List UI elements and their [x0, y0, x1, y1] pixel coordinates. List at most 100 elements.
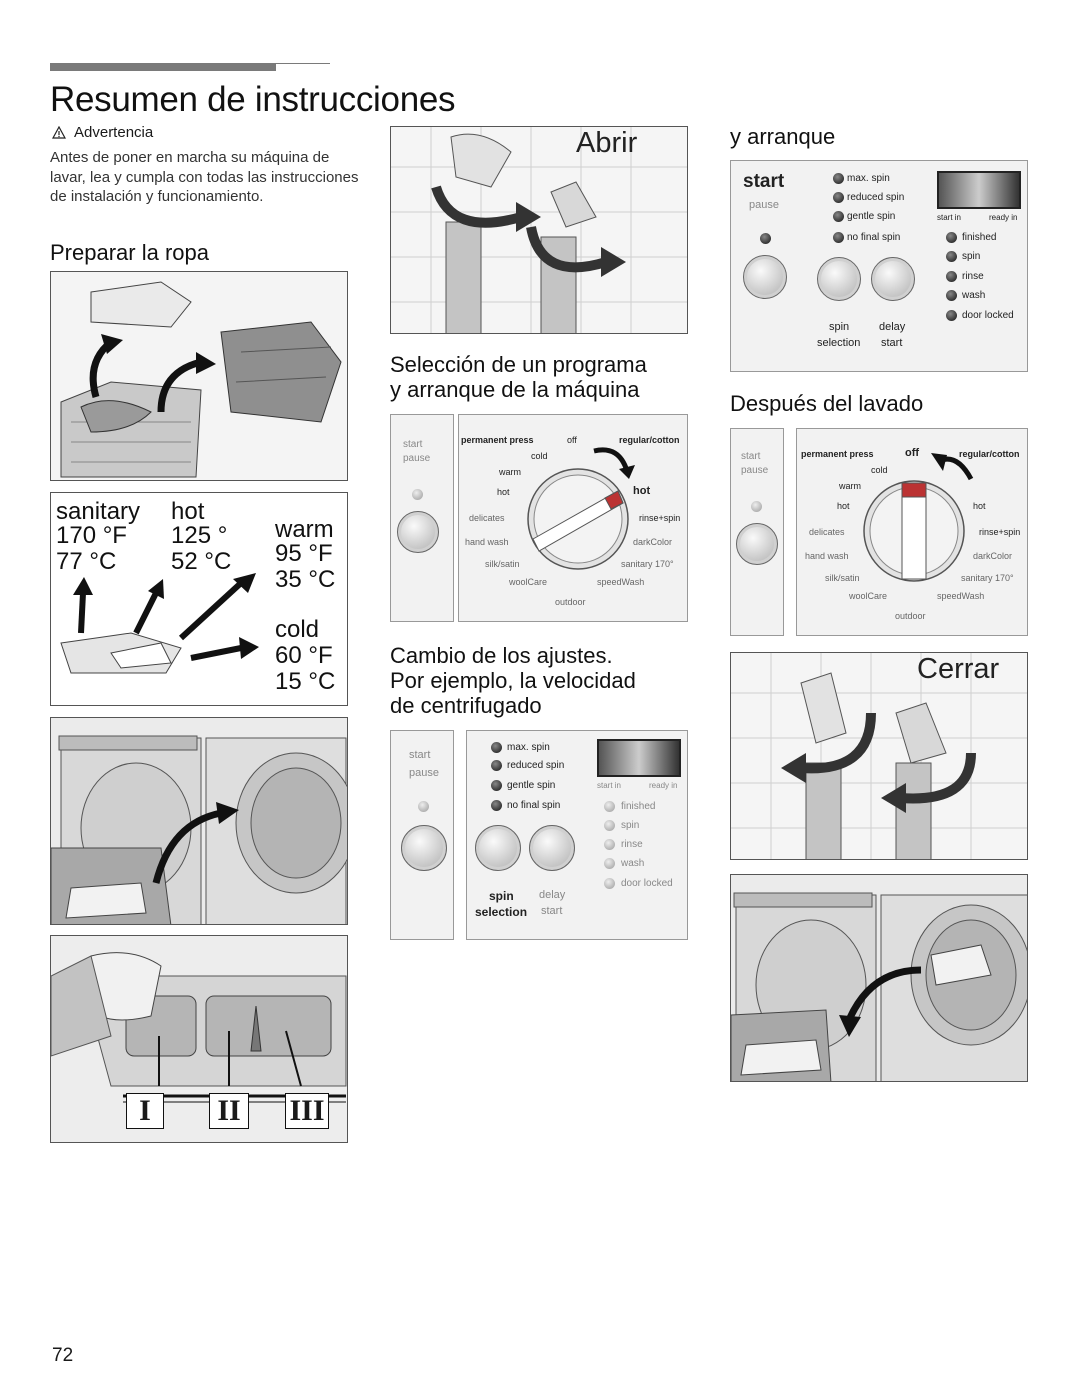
dial-hot: hot [837, 501, 850, 511]
spin-selection-label-1: spin [829, 321, 850, 333]
temp-hot-label: hot [171, 498, 205, 525]
status-spin: spin [621, 820, 640, 831]
spin-selection-label-1: spin [489, 889, 514, 903]
status-finished: finished [962, 232, 997, 243]
dial-hot: hot [497, 487, 510, 497]
section-prepare-heading: Preparar la ropa [50, 240, 209, 265]
status-finished: finished [621, 801, 656, 812]
status-rinse: rinse [962, 271, 984, 282]
dial-delicates: delicates [469, 513, 505, 523]
warning-body: Antes de poner en marcha su máquina de l… [50, 149, 359, 205]
start-led [751, 501, 762, 512]
program-dial[interactable] [523, 461, 633, 577]
ready-in-label: ready in [649, 781, 678, 790]
pause-label: pause [741, 465, 769, 476]
opt-no-final-spin: no final spin [507, 800, 561, 811]
dial-outdoor: outdoor [895, 611, 926, 621]
compartment-label-3: III [285, 1093, 329, 1129]
compartment-label-1: I [126, 1093, 164, 1129]
status-spin: spin [962, 251, 981, 262]
detergent-dispenser-illustration: I II III [50, 935, 348, 1143]
start-pause-button[interactable] [401, 825, 447, 871]
close-label: Cerrar [917, 653, 1000, 685]
led-gentle-spin [833, 211, 844, 222]
led-rinse [946, 271, 957, 282]
dial-woolcare: woolCare [849, 591, 888, 601]
dial-speedwash: speedWash [597, 577, 645, 587]
dial-hot-highlight: hot [633, 485, 651, 497]
time-display [597, 739, 681, 777]
dial-regular-cotton: regular/cotton [619, 435, 680, 445]
start-label-bold: start [743, 171, 785, 192]
dial-off: off [567, 435, 577, 445]
program-dial-off[interactable] [859, 473, 969, 589]
temp-cold-label: cold [275, 616, 320, 643]
section-select-heading-line1: Selección de un programa [390, 352, 647, 377]
led-no-final-spin [833, 232, 844, 243]
led-max-spin [491, 742, 502, 753]
led-wash [946, 290, 957, 301]
pause-label: pause [403, 453, 431, 464]
status-door-locked: door locked [621, 878, 673, 889]
dial-hand-wash: hand wash [465, 537, 509, 547]
spin-selection-label-2: selection [817, 337, 861, 349]
opt-max-spin: max. spin [507, 742, 550, 753]
led-max-spin [833, 173, 844, 184]
temp-sanitary-label: sanitary [56, 498, 141, 525]
temperature-arrows [60, 573, 259, 674]
delay-start-button[interactable] [871, 257, 915, 301]
start-led [418, 801, 429, 812]
dial-speedwash: speedWash [937, 591, 985, 601]
dial-permanent-press: permanent press [461, 435, 534, 445]
pause-label: pause [749, 199, 779, 211]
led-wash [604, 858, 615, 869]
opt-reduced-spin: reduced spin [847, 192, 905, 203]
change-start-panel: start pause [390, 730, 454, 940]
start-in-label: start in [937, 213, 962, 222]
start-led [412, 489, 423, 500]
dial-delicates: delicates [809, 527, 845, 537]
start-label: start [409, 749, 431, 761]
start-pause-button[interactable] [736, 523, 778, 565]
opt-gentle-spin: gentle spin [847, 211, 896, 222]
dial-dark-color: darkColor [973, 551, 1013, 561]
dial-permanent-press: permanent press [801, 449, 874, 459]
led-reduced-spin [833, 192, 844, 203]
delay-label-2: start [541, 905, 563, 917]
sorting-laundry-illustration [50, 271, 348, 481]
spin-selection-button[interactable] [475, 825, 521, 871]
spin-selection-button[interactable] [817, 257, 861, 301]
start-pause-button[interactable] [743, 255, 787, 299]
led-finished [946, 232, 957, 243]
dial-silk-satin: silk/satin [485, 559, 520, 569]
temp-hot-c: 52 °C [171, 548, 232, 575]
open-tap-illustration: Abrir [390, 126, 688, 334]
opt-max-spin: max. spin [847, 173, 890, 184]
start-pause-button[interactable] [397, 511, 439, 553]
dial-turn-back-arrow-icon [931, 453, 974, 481]
warning-triangle-icon [52, 126, 66, 139]
temp-warm-c: 35 °C [275, 566, 336, 593]
led-door-locked [604, 878, 615, 889]
warning-heading: Advertencia [74, 124, 154, 141]
start-label: start [403, 439, 423, 450]
delay-label-1: delay [539, 889, 566, 901]
delay-start-button[interactable] [529, 825, 575, 871]
dial-warm: warm [839, 481, 861, 491]
header-bar [50, 64, 276, 71]
compartment-label-2: II [209, 1093, 249, 1129]
dial-woolcare: woolCare [509, 577, 548, 587]
open-label: Abrir [576, 127, 638, 159]
temp-warm-label: warm [275, 516, 334, 543]
led-spin [946, 251, 957, 262]
header-rule [50, 63, 330, 64]
dial-off-highlight: off [905, 447, 920, 459]
opt-gentle-spin: gentle spin [507, 780, 556, 791]
after-start-panel: start pause [730, 428, 784, 636]
temp-cold-f: 60 °F [275, 642, 333, 669]
section-after-wash-heading: Después del lavado [730, 391, 924, 416]
section-change-heading-line1: Cambio de los ajustes. [390, 643, 613, 668]
pause-label: pause [409, 767, 439, 779]
dial-silk-satin: silk/satin [825, 573, 860, 583]
start-led-on [760, 233, 771, 244]
